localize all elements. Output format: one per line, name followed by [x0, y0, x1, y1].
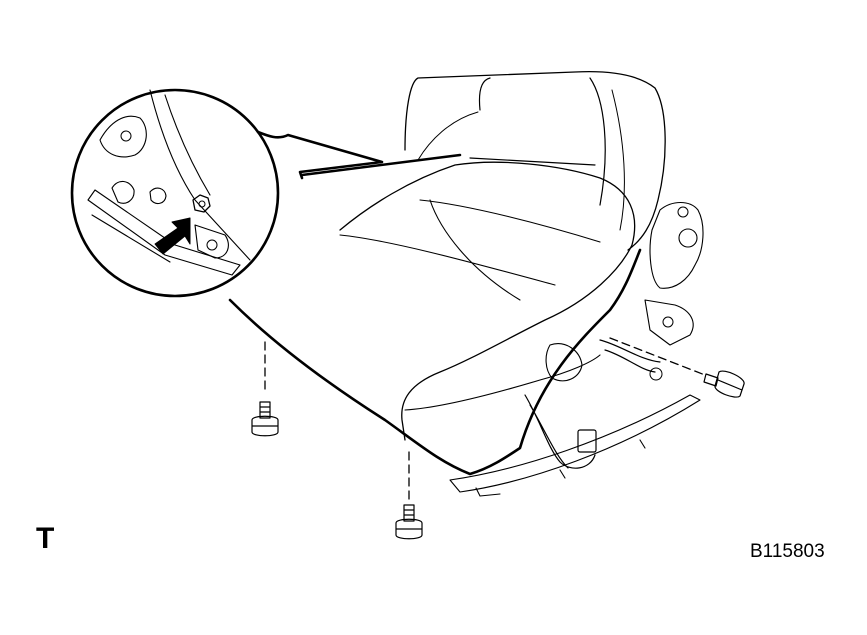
magnified-detail-view	[70, 88, 384, 298]
bolt-front-center	[395, 451, 423, 540]
recliner-pivot	[678, 228, 698, 248]
bolt-shank	[403, 504, 415, 522]
seat-cushion-seam-center	[404, 354, 601, 411]
wire-connector	[577, 429, 597, 453]
seat-cushion-outline	[339, 161, 636, 441]
seat-switch	[545, 343, 583, 382]
bolt-head	[395, 518, 423, 540]
callout-circle	[70, 88, 280, 298]
seat-assembly	[228, 70, 704, 497]
detail-nut-hole	[198, 200, 206, 208]
seat-cushion-front-edge	[429, 199, 521, 301]
seat-cushion-seam-front	[339, 199, 601, 286]
seat-lower-contour	[228, 248, 642, 476]
detail-rail	[87, 189, 241, 276]
detail-nut	[192, 194, 211, 213]
detail-lower-hole	[206, 239, 218, 251]
recliner-bolt	[677, 206, 689, 218]
seat-upper-contour	[300, 153, 462, 177]
callout-pointer	[256, 130, 384, 180]
seat-back-side-bolster	[469, 77, 606, 206]
view-marker: T	[36, 522, 55, 555]
recliner-mechanism	[649, 201, 704, 289]
detail-clip	[111, 180, 167, 205]
seat-back	[404, 70, 666, 251]
bolt-shank	[259, 401, 271, 419]
detail-bracket	[99, 115, 147, 158]
wire-harness	[524, 394, 596, 469]
detail-lower-bracket	[194, 224, 229, 259]
bolt-right-side	[609, 337, 745, 398]
detail-bracket-hole	[120, 130, 132, 142]
seat-back-panel-line	[417, 89, 625, 231]
bolt-front-left	[251, 341, 279, 437]
side-bracket-hole	[662, 316, 674, 328]
wire-harness-side	[599, 339, 661, 373]
bolt-head	[714, 370, 745, 398]
bolt-shank	[703, 373, 719, 387]
pointer-arrow	[154, 217, 191, 255]
bolt-guide-line	[609, 337, 706, 376]
bolt-head	[251, 415, 279, 437]
detail-frame-line	[149, 89, 251, 261]
seat-rail-lower	[475, 439, 646, 497]
side-bracket-hole-lower	[649, 367, 663, 381]
figure-code: B115803	[750, 541, 825, 562]
side-bracket	[644, 299, 694, 346]
seat-rail	[449, 394, 701, 493]
